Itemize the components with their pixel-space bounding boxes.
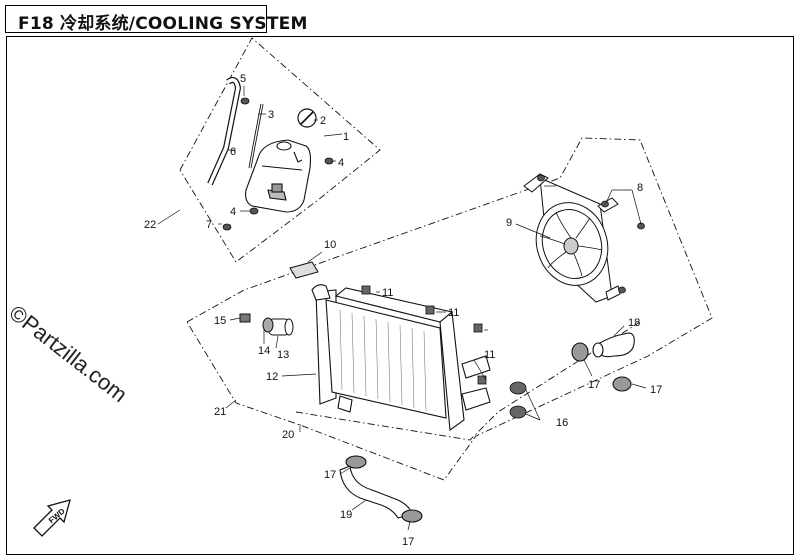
callout-17-a: 17 — [588, 379, 600, 391]
cooling-fan — [523, 173, 621, 303]
callout-13: 13 — [277, 349, 289, 361]
mount-11-d — [477, 375, 487, 385]
section-title: 冷却系统/COOLING SYSTEM — [60, 14, 308, 34]
fan-bolt-1 — [537, 174, 545, 182]
clamp-5 — [240, 97, 250, 105]
upper-hose — [571, 332, 635, 392]
fan-bolt-2 — [601, 200, 609, 208]
callout-15: 15 — [214, 315, 226, 327]
callout-17-c: 17 — [324, 469, 336, 481]
callout-9: 9 — [506, 217, 512, 229]
callout-17-b: 17 — [650, 384, 662, 396]
expansion-tank — [245, 139, 312, 213]
breather-hose — [207, 77, 242, 186]
fan-bolt-4 — [618, 286, 626, 294]
mount-11-b — [425, 305, 435, 315]
callout-19: 19 — [340, 509, 352, 521]
callout-1: 1 — [343, 131, 349, 143]
page-title: F18 冷却系统/COOLING SYSTEM — [18, 9, 308, 34]
callout-4-lower: 4 — [230, 206, 236, 218]
washer-7 — [222, 223, 232, 231]
title-box: F18 冷却系统/COOLING SYSTEM — [5, 5, 307, 34]
bolt-4-lower — [249, 207, 259, 215]
callout-2: 2 — [320, 115, 326, 127]
callout-18: 18 — [628, 317, 640, 329]
callout-8: 8 — [637, 182, 643, 194]
bracket-10 — [289, 261, 319, 279]
radiator-cap — [239, 313, 294, 336]
radiator — [311, 284, 491, 432]
lower-hose — [339, 455, 423, 523]
group-20-outline — [295, 321, 641, 441]
callout-16: 16 — [556, 417, 568, 429]
section-code: F18 — [18, 14, 54, 34]
callout-3: 3 — [268, 109, 274, 121]
grommet-16-a — [509, 381, 527, 395]
bolt-4-upper — [324, 157, 334, 165]
group-21-outline — [186, 137, 713, 481]
callout-11-b: 11 — [448, 307, 459, 319]
mount-11-a — [361, 285, 371, 295]
callout-labels: 1 2 3 4 4 5 6 7 8 9 10 11 11 11 12 13 14… — [144, 73, 662, 548]
leader-lines — [157, 86, 647, 531]
callout-14: 14 — [258, 345, 270, 357]
tank-cap — [297, 108, 317, 128]
callout-4-upper: 4 — [338, 157, 344, 169]
callout-20: 20 — [282, 429, 294, 441]
callout-22: 22 — [144, 219, 156, 231]
callout-7: 7 — [206, 219, 212, 231]
callout-21: 21 — [214, 406, 226, 418]
fwd-arrow: FWD — [33, 499, 71, 537]
callout-6: 6 — [230, 146, 236, 158]
diagram-frame — [6, 36, 794, 555]
callout-11-c: 11 — [484, 349, 495, 361]
mount-11-c — [473, 323, 483, 333]
callout-12: 12 — [266, 371, 278, 383]
callout-11-a: 11 — [382, 287, 393, 299]
callout-10: 10 — [324, 239, 336, 251]
callout-17-d: 17 — [402, 536, 414, 548]
grommet-16-b — [509, 405, 527, 419]
callout-5: 5 — [240, 73, 246, 85]
